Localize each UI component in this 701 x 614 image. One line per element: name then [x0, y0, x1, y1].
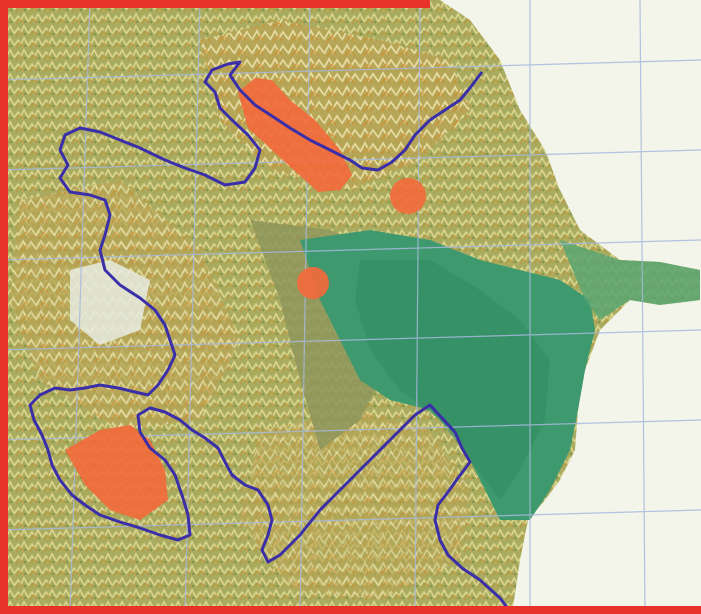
highlight-area-southwest: [65, 425, 168, 520]
border-lines: [28, 60, 514, 614]
highlight-area-east: [390, 178, 426, 214]
highland-south: [240, 410, 470, 600]
highlight-area-center: [297, 267, 329, 299]
highlight-areas: [65, 78, 426, 520]
border-north: [28, 60, 514, 614]
lowland-shade: [355, 260, 550, 500]
coast-lowland: [560, 240, 700, 320]
highland-north: [200, 20, 470, 190]
highlight-area-north: [238, 78, 352, 192]
pale-area: [70, 260, 150, 345]
